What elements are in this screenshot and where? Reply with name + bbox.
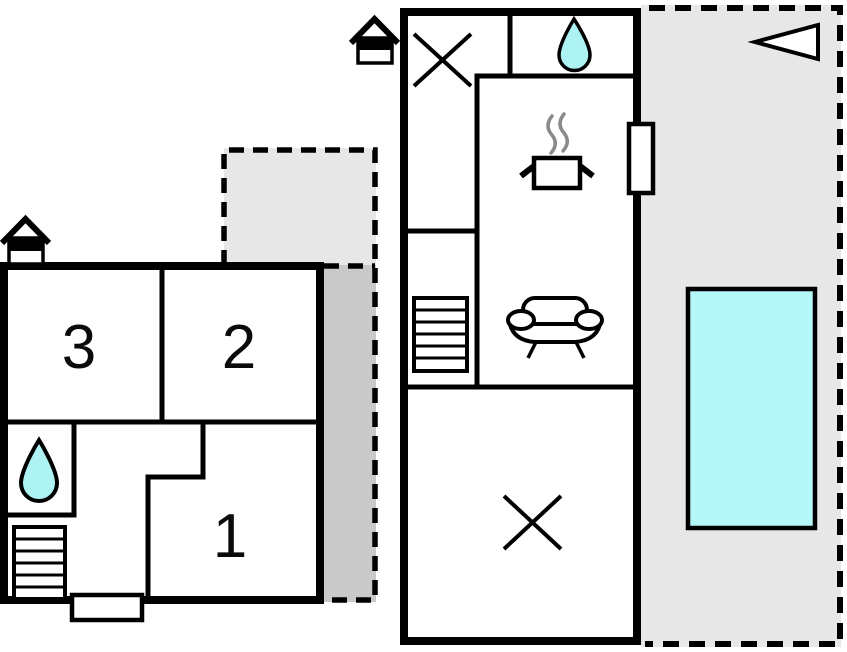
sofa-legs bbox=[526, 341, 586, 359]
terrace-right-dashed-border bbox=[645, 5, 843, 647]
house-roof bbox=[348, 14, 401, 46]
pot-body bbox=[531, 155, 583, 191]
terrace-right bbox=[641, 5, 843, 647]
wall-kitchen bbox=[474, 73, 633, 387]
terrace-left bbox=[221, 147, 378, 603]
swimming-pool bbox=[685, 286, 818, 531]
entrance-door bbox=[69, 592, 145, 623]
direction-arrow-icon bbox=[747, 22, 820, 62]
terrace-left-dashed-border bbox=[221, 147, 378, 603]
wall-room1-l-shape bbox=[145, 422, 206, 600]
sofa-armrest-left bbox=[506, 309, 536, 331]
x-mark-icon-top bbox=[412, 32, 473, 88]
room-2-label: 2 bbox=[222, 313, 256, 382]
terrace-left-upper-area bbox=[224, 148, 376, 265]
terrace-left-side-strip bbox=[324, 265, 376, 602]
stairs-treads bbox=[414, 308, 467, 360]
house-floor-band bbox=[358, 38, 392, 50]
upper-floor-plan: 3 2 1 bbox=[0, 262, 324, 623]
room-1-label: 1 bbox=[213, 502, 247, 571]
stove-icon bbox=[519, 112, 595, 191]
water-drop-icon bbox=[557, 15, 592, 73]
stairs-icon bbox=[12, 525, 67, 601]
room-3-label: 3 bbox=[62, 313, 96, 382]
house-floor-band bbox=[9, 238, 43, 251]
sofa-armrest-right bbox=[574, 309, 604, 331]
water-drop-icon bbox=[18, 436, 60, 503]
terrace-door bbox=[626, 121, 656, 196]
house-icon-upper-floor bbox=[0, 214, 52, 266]
wall-bathroom-upper bbox=[8, 422, 77, 518]
sofa-icon bbox=[506, 296, 604, 359]
steam-line-1 bbox=[546, 114, 557, 155]
ground-floor-plan bbox=[400, 8, 656, 645]
stairs-treads bbox=[14, 537, 65, 589]
x-mark-icon-bottom bbox=[502, 494, 563, 551]
steam-line-2 bbox=[558, 112, 569, 153]
house-icon-ground-floor bbox=[348, 14, 401, 65]
stairs-icon bbox=[412, 296, 469, 373]
house-roof bbox=[0, 214, 52, 246]
